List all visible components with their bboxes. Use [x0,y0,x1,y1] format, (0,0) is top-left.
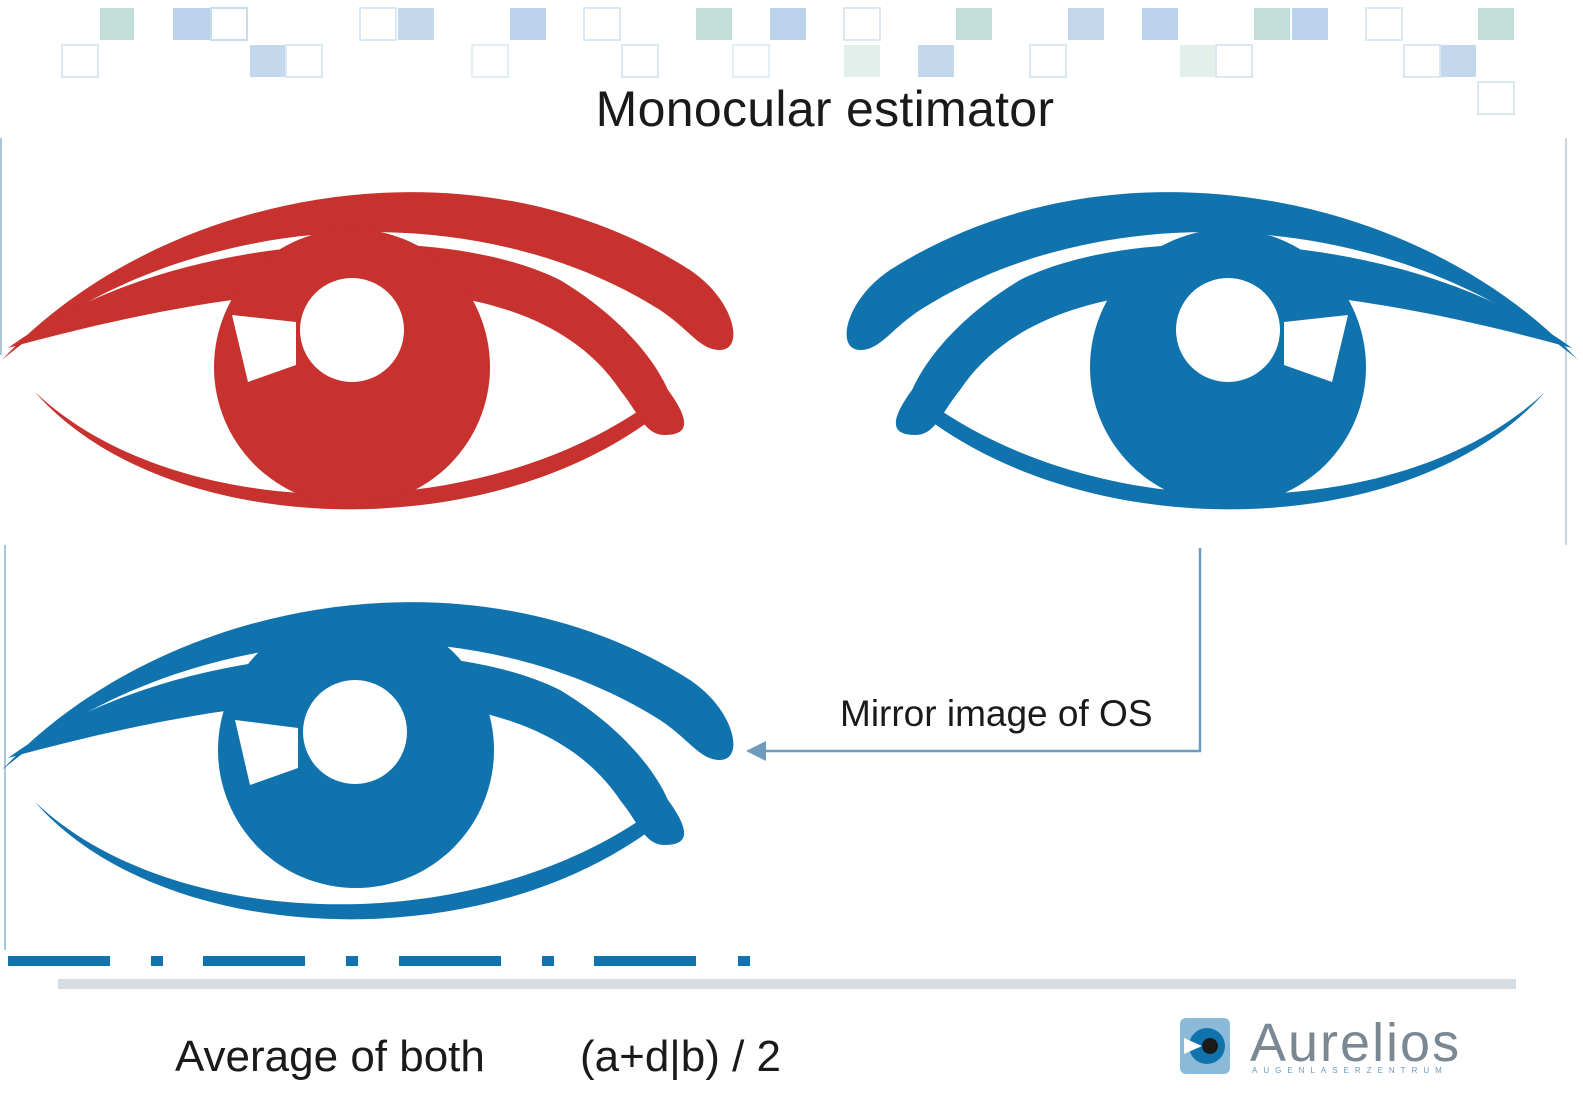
mirror-eye-os-icon [2,602,734,920]
connector-arrowhead [746,741,766,761]
eye-logo-icon [1180,1018,1230,1074]
logo-subtitle: AUGENLASERZENTRUM [1252,1066,1448,1075]
left-eye-os-icon [846,192,1578,510]
average-label: Average of both [175,1032,485,1081]
connector-line [760,548,1202,753]
diagram-title: Monocular estimator [595,81,1055,137]
average-formula: (a+d|b) / 2 [580,1032,781,1081]
dashed-divider [8,956,750,966]
tile-pattern [61,7,1515,115]
right-eye-od-icon [2,192,734,510]
bottom-band [58,979,1516,989]
mirror-image-label: Mirror image of OS [840,693,1153,734]
logo-name: Aurelios [1250,1013,1462,1073]
